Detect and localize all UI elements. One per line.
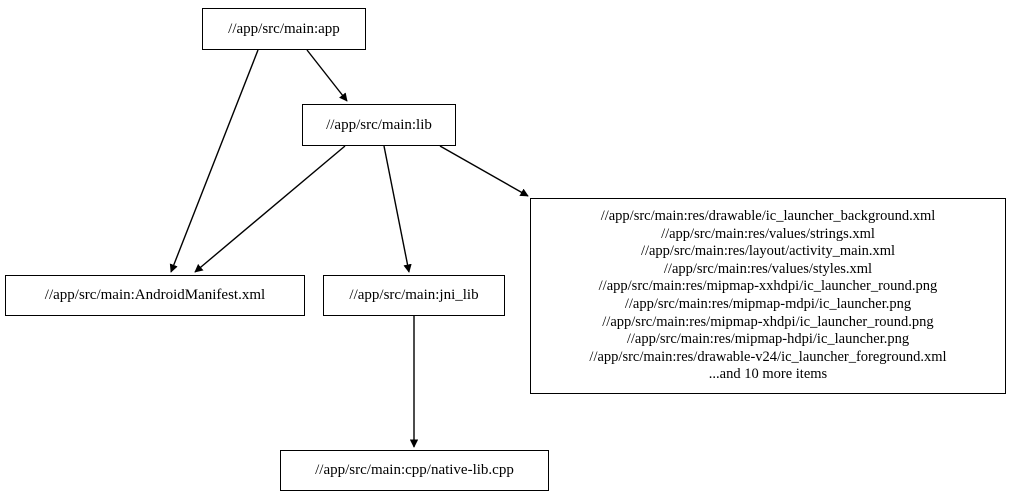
node-jni-lib-label: //app/src/main:jni_lib	[349, 287, 479, 303]
node-app-label: //app/src/main:app	[228, 20, 340, 37]
node-app[interactable]: //app/src/main:app	[202, 8, 366, 50]
node-android-manifest[interactable]: //app/src/main:AndroidManifest.xml	[5, 275, 305, 316]
node-native-lib-cpp[interactable]: //app/src/main:cpp/native-lib.cpp	[280, 450, 549, 491]
node-jni-lib[interactable]: //app/src/main:jni_lib	[323, 275, 505, 316]
node-android-manifest-label: //app/src/main:AndroidManifest.xml	[44, 287, 266, 303]
edge-app-to-lib	[306, 49, 348, 102]
node-lib[interactable]: //app/src/main:lib	[302, 104, 456, 146]
node-lib-label: //app/src/main:lib	[326, 116, 432, 133]
edge-lib-to-jni-lib	[383, 145, 412, 273]
edge-lib-to-manifest	[194, 145, 346, 273]
node-res-resources-label: //app/src/main:res/drawable/ic_launcher_…	[589, 208, 947, 383]
edge-lib-to-res	[439, 145, 529, 197]
node-native-lib-cpp-label: //app/src/main:cpp/native-lib.cpp	[315, 462, 514, 478]
edge-app-to-manifest	[169, 49, 259, 273]
node-res-resources[interactable]: //app/src/main:res/drawable/ic_launcher_…	[530, 198, 1006, 394]
